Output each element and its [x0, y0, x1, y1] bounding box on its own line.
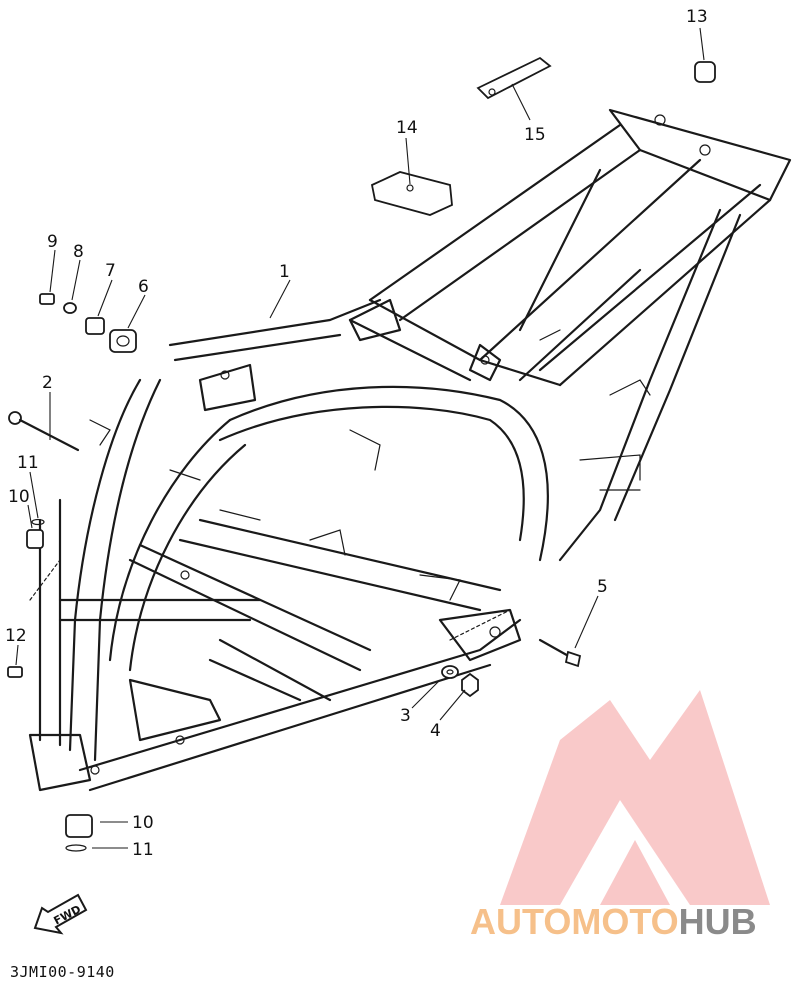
callout-8: 8 [73, 242, 84, 262]
watermark-text: AUTOMOTOHUB [470, 901, 757, 942]
callout-10-upper: 10 [8, 487, 30, 507]
diagram-code: 3JMI00-9140 [10, 963, 115, 981]
pad-part-14 [370, 171, 453, 216]
callout-11-lower: 11 [132, 840, 154, 860]
watermark-logo [500, 690, 770, 905]
callout-3: 3 [400, 706, 411, 726]
callout-10-lower: 10 [132, 813, 154, 833]
strap-part-15 [476, 56, 552, 100]
callout-5: 5 [597, 577, 608, 597]
callout-6: 6 [138, 277, 149, 297]
callout-4: 4 [430, 721, 441, 741]
damper-part-10-upper [26, 529, 44, 549]
collar-part-7 [85, 317, 105, 335]
leader-lines [15, 27, 705, 849]
callout-2: 2 [42, 373, 53, 393]
callout-9: 9 [47, 232, 58, 252]
cap-part-13 [694, 61, 716, 83]
callout-15: 15 [524, 125, 546, 145]
washer-part-8 [63, 302, 77, 314]
fwd-arrow-icon: FWD [33, 893, 88, 935]
watermark-text-part2: HUB [679, 901, 757, 942]
callout-7: 7 [105, 261, 116, 281]
plug-part-12 [7, 666, 23, 678]
bolt-part-2 [8, 411, 80, 452]
callout-13: 13 [686, 7, 708, 27]
callout-14: 14 [396, 118, 418, 138]
bushing-part-6 [109, 329, 137, 353]
frame-body [28, 108, 792, 792]
bolt-part-9 [39, 293, 55, 305]
ring-part-11-lower [65, 844, 87, 852]
ring-part-11-upper [31, 518, 45, 526]
callout-12: 12 [5, 626, 27, 646]
washer-part-3 [441, 665, 459, 679]
nut-part-4 [461, 672, 479, 698]
damper-part-10-lower [65, 814, 93, 838]
callout-11-upper: 11 [17, 453, 39, 473]
svg-text:AUTOMOTOHUB: AUTOMOTOHUB [470, 901, 757, 942]
callout-labels: 1 2 3 4 5 6 7 8 9 10 11 12 13 14 15 10 1… [5, 7, 708, 860]
bolt-part-5 [538, 638, 582, 668]
watermark-text-part1: AUTOMOTO [470, 901, 679, 942]
callout-1: 1 [279, 262, 290, 282]
